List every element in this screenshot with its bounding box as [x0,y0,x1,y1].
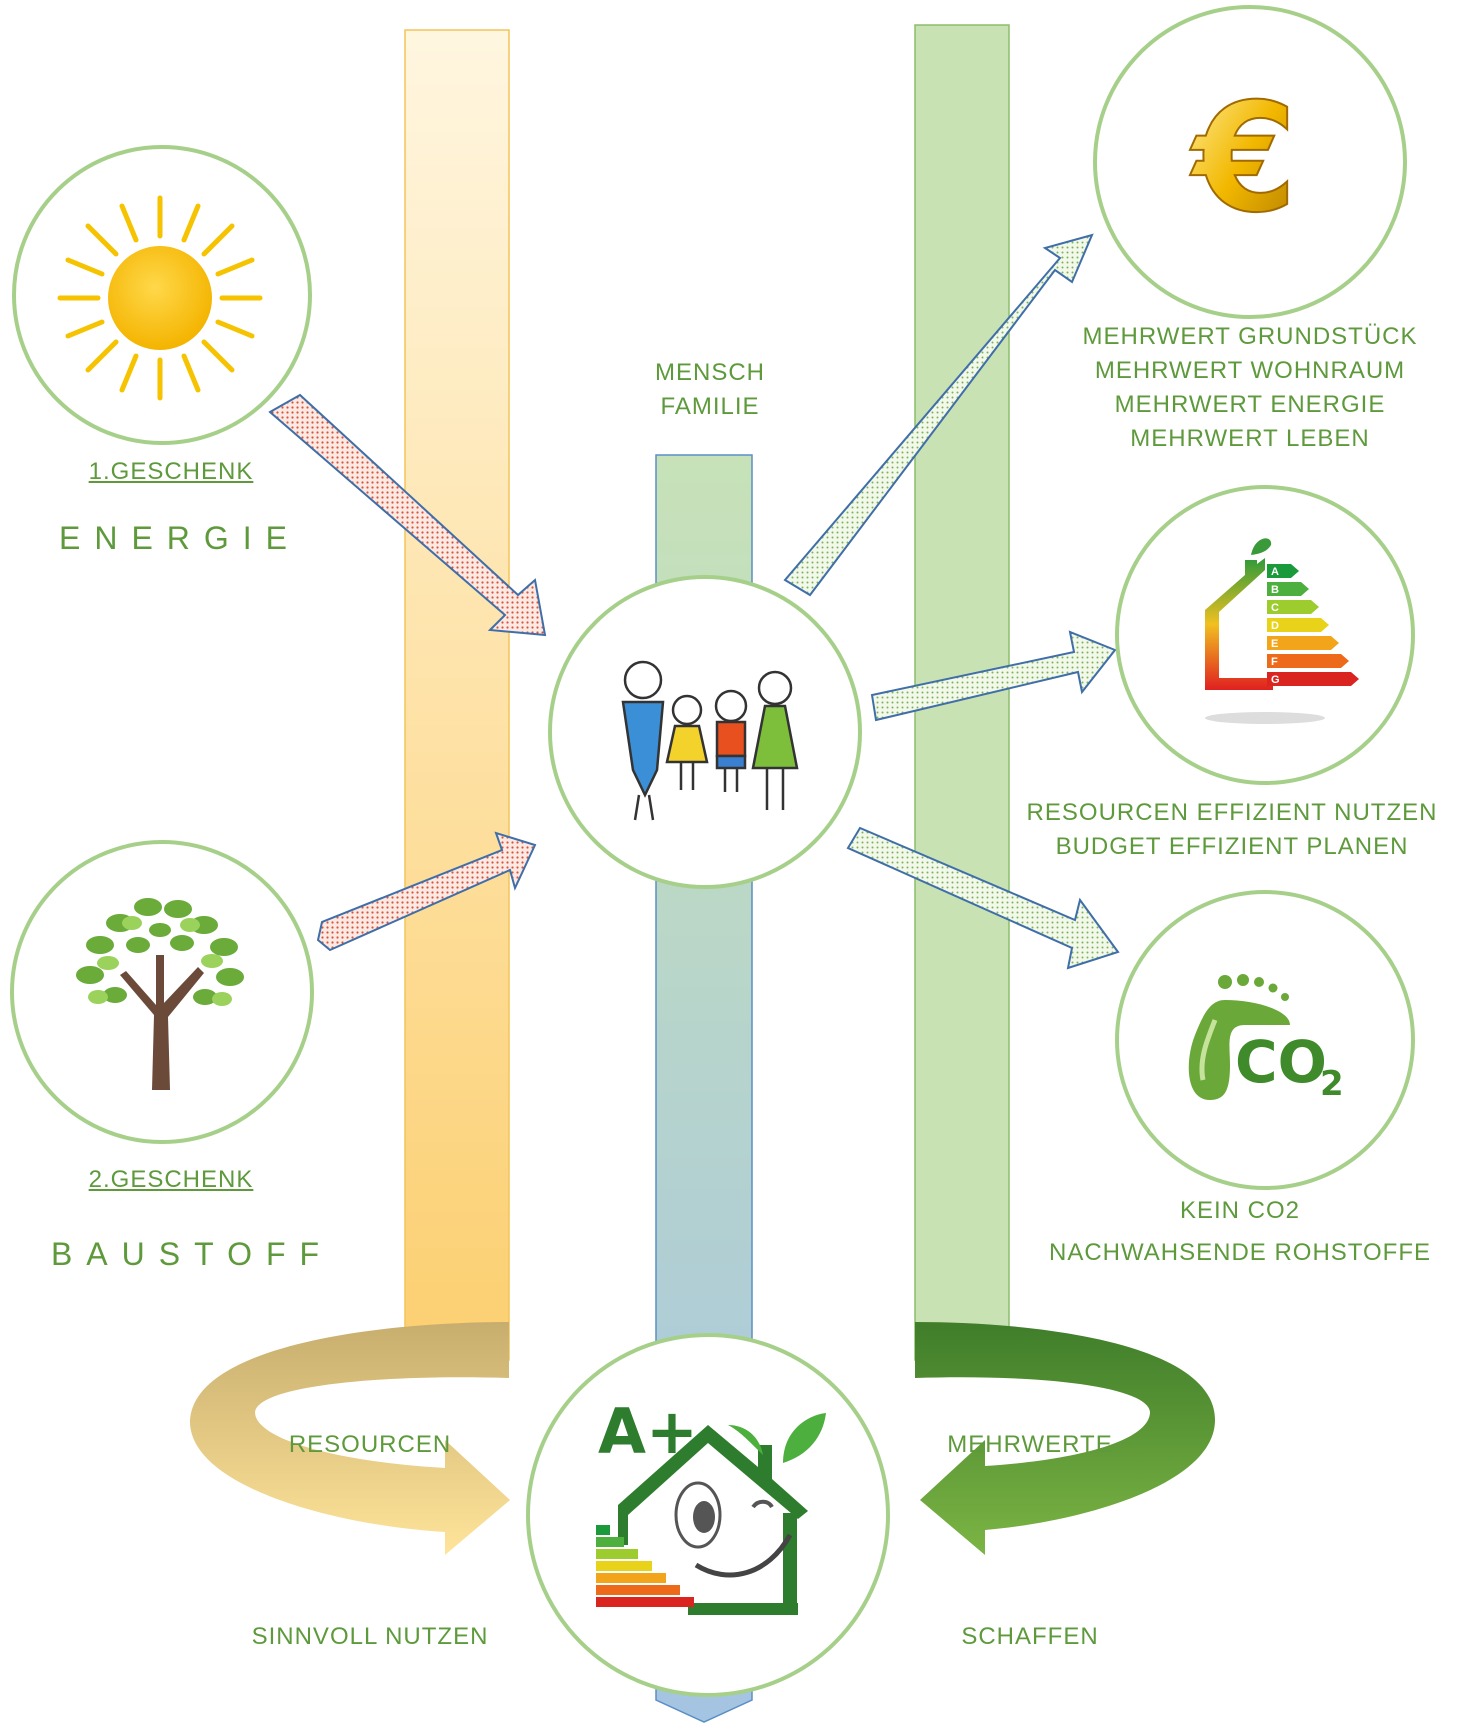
energy-label: ENERGIE [58,520,302,556]
sun-icon [57,195,263,401]
added-value-line: MEHRWERT GRUNDSTÜCK [1082,323,1418,350]
resources-label: RESOURCEN [288,1431,452,1458]
co2-subscript: 2 [1320,1064,1344,1104]
resources-cycle-arrow [189,1322,510,1555]
scale-letter-b: B [1271,584,1279,596]
added-values-label: MEHRWERTE [947,1431,1113,1458]
resource-bar [404,29,510,1361]
co2-line: KEIN CO2 [1179,1197,1301,1224]
arrow-sun-to-family [268,393,547,637]
energy-scale: A B C D E F G [1267,564,1359,686]
co2-circle [1115,890,1415,1190]
gift-2-label: 2.GESCHENK [88,1166,254,1193]
added-value-line: MEHRWERT ENERGIE [1114,391,1386,418]
co2-list: KEIN CO2 NACHWAHSENDE ROHSTOFFE [1030,1194,1450,1270]
euro-icon: € [1189,71,1298,247]
added-value-list: MEHRWERT GRUNDSTÜCK MEHRWERT WOHNRAUM ME… [1040,320,1460,456]
euro-circle [1093,5,1407,319]
scale-letter-e: E [1271,638,1278,650]
a-plus-energy-scale [596,1525,694,1607]
arrow-family-to-co2 [846,826,1120,970]
create-label: SCHAFFEN [961,1623,1099,1650]
a-plus-house-icon: A+ [596,1395,826,1615]
scale-letter-a: A [1271,566,1279,578]
efficiency-line: BUDGET EFFIZIENT PLANEN [1055,833,1409,860]
co2-text: CO [1235,1028,1327,1096]
arrow-family-to-energy-house [870,630,1117,722]
co2-footprint-icon: CO 2 [1188,974,1344,1104]
use-meaningfully-label: SINNVOLL NUTZEN [251,1623,489,1650]
gift-1-label: 1.GESCHENK [88,458,254,485]
scale-letter-g: G [1271,674,1280,686]
tree-icon [76,898,244,1090]
family-circle [548,575,862,889]
scale-letter-c: C [1271,602,1279,614]
efficiency-list: RESOURCEN EFFIZIENT NUTZEN BUDGET EFFIZI… [1012,796,1452,864]
material-label: BAUSTOFF [50,1236,334,1272]
co2-line: NACHWAHSENDE ROHSTOFFE [1048,1239,1432,1266]
arrow-family-to-euro [783,233,1094,597]
euro-symbol: € [1190,72,1297,246]
arrow-tree-to-family [316,831,537,952]
scale-letter-f: F [1271,656,1278,668]
added-value-line: MEHRWERT WOHNRAUM [1094,357,1406,384]
center-human-label: MENSCH [654,359,765,386]
energy-house-icon: A B C D E F G [1205,538,1359,724]
efficiency-line: RESOURCEN EFFIZIENT NUTZEN [1026,799,1438,826]
center-family-label: FAMILIE [660,393,760,420]
added-values-cycle-arrow [915,1322,1215,1555]
scale-letter-d: D [1271,620,1279,632]
energy-house-circle [1115,485,1415,785]
added-value-line: MEHRWERT LEBEN [1130,425,1370,452]
family-icon [621,660,799,821]
